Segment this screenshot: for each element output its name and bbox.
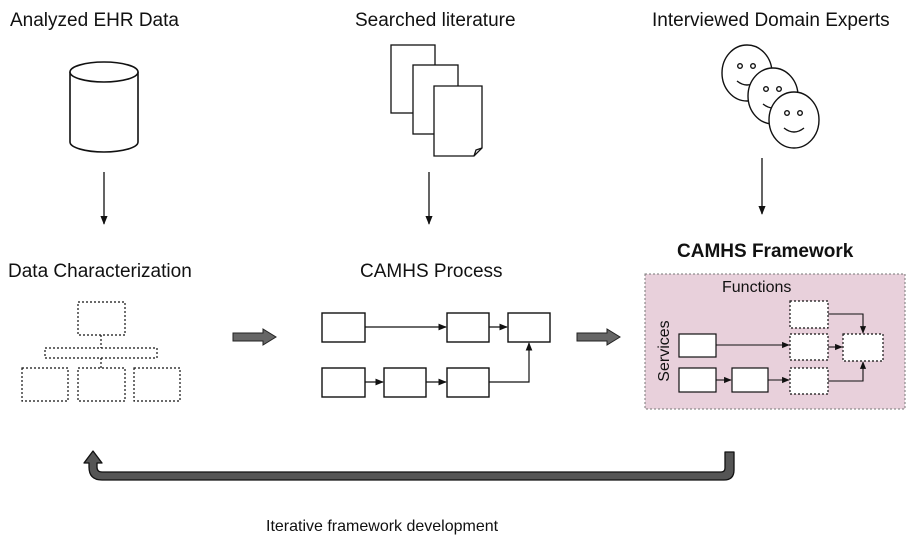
framework-panel [644,273,906,410]
process-box [507,312,551,343]
ehr-data-label: Analyzed EHR Data [10,10,179,31]
process-box [383,367,427,398]
characterization-label: Data Characterization [8,261,192,282]
database-icon [69,61,139,153]
loop-label: Iterative framework development [266,518,499,535]
documents-icon [390,44,483,157]
function-box [842,333,884,362]
literature-label: Searched literature [355,10,516,31]
process-box [321,312,366,343]
function-box [789,300,829,329]
framework-title: CAMHS Framework [677,241,854,262]
function-box [789,367,829,395]
process-diagram [321,312,551,398]
services-label: Services [656,320,673,381]
block-arrow-2 [576,328,621,346]
experts-faces-icon [721,44,820,149]
service-box [678,367,717,393]
process-box [446,312,490,343]
smiley-face-icon [768,91,820,149]
process-box [446,367,490,398]
process-label: CAMHS Process [360,261,503,282]
hierarchy-diagram [21,301,181,402]
service-box [731,367,769,393]
experts-label: Interviewed Domain Experts [652,10,890,31]
feedback-loop-arrow [83,450,735,481]
service-box [678,333,717,358]
process-box [321,367,366,398]
function-box [789,333,829,361]
block-arrow-1 [232,328,277,346]
functions-label: Functions [722,279,792,296]
